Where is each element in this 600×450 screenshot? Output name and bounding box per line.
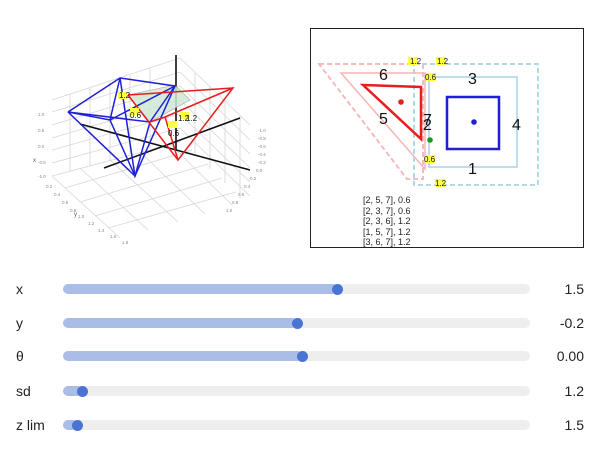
slider-label-zlim: z lim — [16, 417, 45, 433]
slider-thumb-theta[interactable] — [296, 350, 308, 362]
face-label-5: 5 — [379, 111, 388, 128]
slider-fill-sd — [63, 386, 82, 396]
slider-value-y: -0.2 — [559, 315, 584, 331]
edge-label-boxes — [118, 92, 189, 128]
x-tick-7: -0.4 — [258, 152, 266, 157]
slider-thumb-y[interactable] — [291, 317, 303, 329]
slider-value-sd: 1.2 — [564, 383, 584, 399]
slider-fill-zlim — [63, 420, 77, 430]
z-tick-0: 1.0 — [38, 112, 45, 117]
slider-track-y[interactable] — [63, 317, 530, 329]
x-tick-6: -0.2 — [258, 160, 266, 165]
edge-label-a: 1.2 — [410, 57, 422, 66]
grid-lines — [51, 57, 251, 239]
x-axis-label: x — [33, 158, 36, 164]
slider-row-theta: θ 0.00 — [0, 346, 600, 366]
plot-3d[interactable]: 1.2 0.6 1.2 0.6 1.2 1.0 0.5 0.0 -0.5 -1.… — [0, 0, 300, 250]
edge-label-1: 1.2 — [119, 91, 131, 100]
slider-track-theta[interactable] — [63, 350, 530, 362]
slider-thumb-zlim[interactable] — [71, 419, 83, 431]
info-line: [2, 3, 7], 0.6 — [363, 205, 411, 216]
plot-3d-canvas[interactable]: 1.2 0.6 1.2 0.6 1.2 1.0 0.5 0.0 -0.5 -1.… — [0, 0, 300, 250]
x-tick-1: 0.8 — [232, 200, 239, 205]
y-tick-7: 1.6 — [110, 234, 117, 239]
x-tick-9: -0.8 — [258, 136, 266, 141]
slider-label-theta: θ — [16, 348, 24, 364]
edge-label-e: 1.2 — [435, 179, 447, 188]
edge-label-c: 0.6 — [425, 73, 437, 82]
green-dot — [427, 137, 433, 143]
face-label-6: 6 — [379, 67, 388, 84]
blue-square — [445, 95, 501, 151]
y-tick-0: 0.2 — [46, 184, 53, 189]
outer-pink-dashed — [317, 63, 424, 180]
y-tick-3: 0.8 — [70, 208, 77, 213]
edge-label-2: 0.6 — [168, 129, 180, 138]
y-tick-5: 1.2 — [88, 221, 95, 226]
blue-dot — [471, 119, 477, 125]
slider-label-x: x — [16, 281, 23, 297]
triangle-info-list: [2, 5, 7], 0.6 [2, 3, 7], 0.6 [2, 3, 6],… — [363, 195, 411, 247]
x-tick-3: 0.4 — [244, 184, 251, 189]
slider-row-y: y -0.2 — [0, 313, 600, 333]
slider-row-zlim: z lim 1.5 — [0, 415, 600, 435]
edge-label-b: 1.2 — [437, 57, 449, 66]
lightblue-outline — [428, 76, 518, 168]
y-tick-1: 0.4 — [54, 192, 61, 197]
slider-track-zlim[interactable] — [63, 419, 530, 431]
slider-fill-x — [63, 284, 337, 294]
edge-label-5: 1.2 — [186, 114, 198, 123]
outer-blue-dashed — [413, 63, 539, 186]
z-tick-3: -0.5 — [38, 160, 46, 165]
yellow-boxes — [408, 57, 446, 187]
slider-track-sd[interactable] — [63, 385, 530, 397]
x-tick-8: -0.6 — [258, 144, 266, 149]
edge-label-3: 1.2 — [178, 114, 190, 123]
x-tick-2: 0.6 — [238, 192, 245, 197]
edge-label-d: 0.6 — [424, 155, 436, 164]
slider-track-x[interactable] — [63, 283, 530, 295]
info-line: [3, 6, 7], 1.2 — [363, 237, 411, 247]
blue-wireframe — [67, 77, 177, 179]
pink-outline — [339, 72, 426, 171]
y-tick-8: 1.8 — [122, 240, 129, 245]
slider-row-sd: sd 1.2 — [0, 381, 600, 401]
x-tick-0: 1.0 — [226, 208, 233, 213]
y-axis-label: y — [74, 212, 77, 218]
face-label-1: 1 — [468, 161, 477, 178]
z-tick-4: -1.0 — [38, 174, 46, 179]
slider-fill-theta — [63, 351, 302, 361]
slider-thumb-x[interactable] — [331, 283, 343, 295]
slider-label-y: y — [16, 315, 23, 331]
z-tick-1: 0.5 — [38, 128, 45, 133]
y-tick-2: 0.6 — [62, 200, 69, 205]
x-tick-4: 0.2 — [250, 176, 257, 181]
slider-label-sd: sd — [16, 383, 31, 399]
z-tick-2: 0.0 — [38, 144, 45, 149]
face-label-2: 2 — [423, 117, 432, 134]
x-tick-10: -1.0 — [258, 128, 266, 133]
slider-value-theta: 0.00 — [556, 348, 584, 364]
info-line: [2, 5, 7], 0.6 — [363, 195, 411, 205]
y-tick-4: 1.0 — [78, 214, 85, 219]
slider-value-zlim: 1.5 — [564, 417, 584, 433]
info-line: [1, 5, 7], 1.2 — [363, 226, 411, 237]
slider-thumb-sd[interactable] — [76, 385, 88, 397]
red-wireframe — [127, 87, 235, 162]
info-line: [2, 3, 6], 1.2 — [363, 216, 411, 226]
red-dot — [398, 99, 404, 105]
x-tick-5: 0.0 — [256, 168, 263, 173]
plot-2d[interactable]: 1.2 1.2 0.6 0.6 1.2 6 3 5 7 2 4 1 [2, 5,… — [310, 28, 584, 248]
slider-fill-y — [63, 318, 297, 328]
red-triangle — [359, 83, 423, 142]
y-tick-6: 1.4 — [98, 228, 105, 233]
face-label-7: 7 — [423, 112, 432, 129]
tick-labels: 1.0 0.5 0.0 -0.5 -1.0 0.2 0.4 0.6 0.8 1.… — [38, 112, 266, 245]
plot-2d-canvas[interactable]: 1.2 1.2 0.6 0.6 1.2 6 3 5 7 2 4 1 — [311, 29, 584, 248]
slider-row-x: x 1.5 — [0, 279, 600, 299]
face-label-4: 4 — [512, 117, 521, 134]
face-label-3: 3 — [468, 71, 477, 88]
edge-label-4: 0.6 — [130, 111, 142, 120]
slider-value-x: 1.5 — [564, 281, 584, 297]
